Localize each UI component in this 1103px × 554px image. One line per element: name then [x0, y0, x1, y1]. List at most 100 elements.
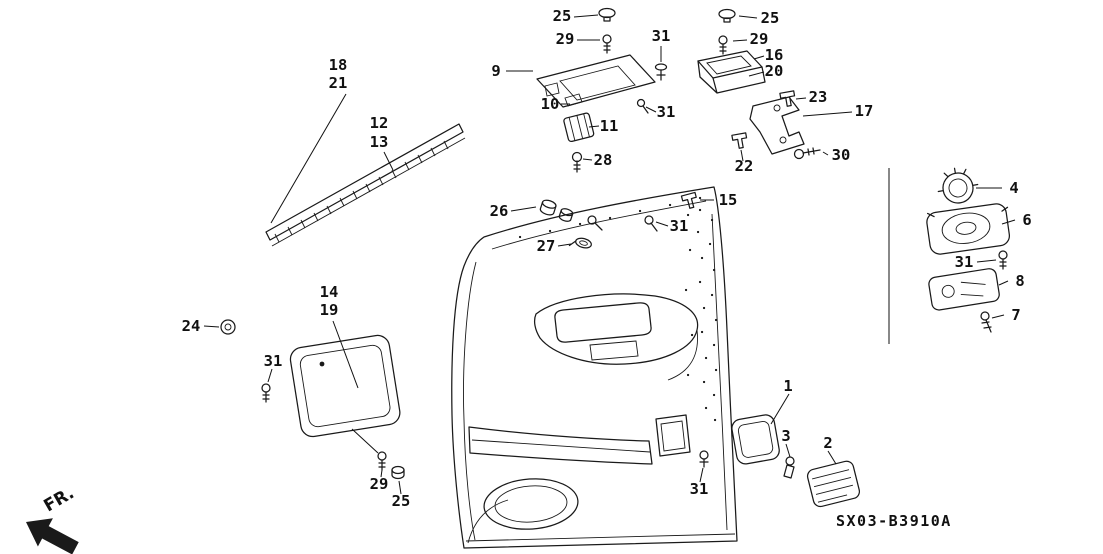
screw-7	[980, 311, 992, 333]
leader-line	[588, 125, 600, 128]
leader-line	[383, 151, 394, 171]
leader-line	[203, 325, 220, 328]
screw-29-right	[718, 35, 728, 55]
switch-panel-assembly	[536, 54, 656, 173]
leader-line	[582, 158, 593, 161]
leader-line	[655, 221, 669, 227]
switch-bracket	[564, 93, 583, 107]
part-callout: 6	[1022, 211, 1031, 229]
part-callout: 17	[855, 102, 874, 120]
part-callout: 24	[182, 317, 201, 335]
bracket-8	[928, 268, 1000, 311]
part-callout: 10	[541, 95, 560, 113]
armrest	[534, 293, 699, 381]
center-fasteners	[539, 191, 697, 249]
leader-line	[332, 320, 359, 389]
switch-panel	[536, 54, 656, 108]
leader-line	[822, 151, 829, 156]
part-callout: 18	[329, 56, 348, 74]
part-callout: 29	[370, 475, 389, 493]
switch-connector	[563, 112, 595, 143]
clip-23	[779, 90, 796, 107]
leader-line	[738, 15, 758, 19]
leader-line	[380, 469, 383, 478]
bracket-17	[749, 96, 805, 155]
screw-30	[793, 147, 821, 160]
diagram-code: SX03-B3910A	[836, 512, 952, 530]
screw-29-left	[602, 34, 612, 54]
pull-lid-2	[806, 460, 861, 508]
part-callout: 21	[329, 74, 348, 92]
leader-line	[699, 467, 704, 483]
part-callout: 22	[735, 157, 754, 175]
fr-arrow	[26, 518, 79, 554]
part-callout: 31	[690, 480, 709, 498]
screw-31-right	[998, 250, 1008, 270]
part-callout: 13	[370, 133, 389, 151]
screw-28	[571, 151, 583, 173]
part-callout: 29	[556, 30, 575, 48]
part-callout: 20	[765, 62, 784, 80]
clip-22	[731, 132, 748, 149]
leader-line	[827, 450, 837, 465]
tweeter-4	[937, 167, 979, 204]
part-callout: 14	[320, 283, 339, 301]
grommet-24	[220, 319, 236, 335]
leader-line	[740, 149, 744, 162]
tray-16-20	[697, 50, 766, 94]
part-callout: 4	[1009, 179, 1018, 197]
part-callout: 29	[750, 30, 769, 48]
pin-31-center	[644, 215, 658, 232]
weatherstrip	[265, 123, 466, 247]
part-callout: 9	[491, 62, 500, 80]
speaker-opening	[467, 478, 579, 544]
pin-31-bottom-right	[699, 450, 709, 468]
grommet-26a	[539, 199, 557, 216]
leader-line	[795, 97, 807, 100]
part-callout: 15	[719, 191, 738, 209]
part-callout: 23	[809, 88, 828, 106]
pull-pocket-1	[731, 414, 780, 465]
leader-line	[557, 243, 572, 247]
cap-25-left	[598, 7, 616, 22]
leader-line	[1001, 219, 1016, 225]
fr-label: FR.	[41, 483, 78, 516]
part-callout: 16	[765, 46, 784, 64]
screw-31-left	[261, 383, 271, 403]
left-fasteners	[220, 319, 405, 480]
leader-line	[645, 106, 657, 113]
part-callout: 31	[670, 217, 689, 235]
leader-line	[991, 314, 1005, 319]
part-callout: 11	[600, 117, 619, 135]
pocket-lid	[289, 334, 401, 454]
clip-31-mid	[636, 98, 649, 114]
part-callout: 1	[783, 377, 792, 395]
top-fasteners	[598, 7, 736, 114]
part-callout: 31	[955, 253, 974, 271]
part-callout: 30	[832, 146, 851, 164]
panel-texture-dots	[518, 196, 718, 422]
tweeter-bracket-6	[926, 203, 1011, 255]
cap-25-right	[718, 8, 736, 23]
clip-26c	[587, 215, 603, 231]
part-callout: 26	[490, 202, 509, 220]
part-callout: 2	[823, 434, 832, 452]
grommet-26b	[558, 208, 574, 222]
leader-line	[398, 480, 402, 495]
leader-layer	[203, 14, 1016, 495]
part-callout: 31	[657, 103, 676, 121]
door-pull-recess	[655, 414, 691, 457]
map-pocket	[468, 426, 653, 465]
leader-line	[802, 111, 853, 117]
leader-line	[748, 71, 765, 77]
part-callout: 31	[264, 352, 283, 370]
leader-line	[770, 393, 790, 425]
part-callout: 25	[392, 492, 411, 510]
grommet-25-bottom	[391, 465, 405, 480]
leader-line	[753, 55, 765, 60]
part-callout: 8	[1015, 272, 1024, 290]
grommet-27	[568, 237, 592, 249]
part-callout: 25	[761, 9, 780, 27]
part-callout: 25	[553, 7, 572, 25]
